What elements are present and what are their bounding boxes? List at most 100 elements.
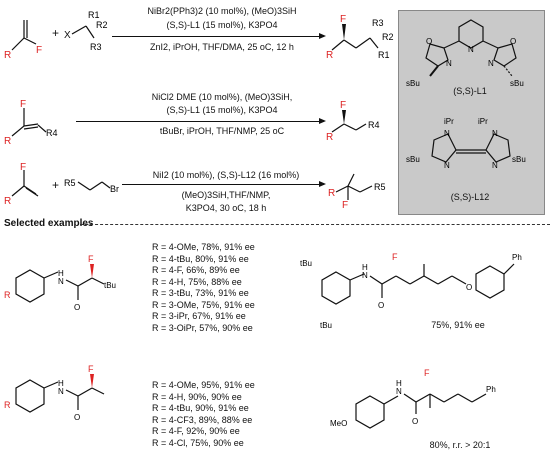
svg-text:R1: R1 (88, 10, 100, 20)
rxn3-conditions-below-1: (MeO)3SiH,THF/NMP, (181, 190, 271, 200)
rxn1-conditions-below: ZnI2, iPrOH, THF/DMA, 25 oC, 12 h (150, 42, 294, 52)
example-entry: R = 3-tBu, 73%, 91% ee (152, 288, 249, 298)
example-entry: R = 4-tBu, 80%, 91% ee (152, 253, 249, 264)
fluorine-label: F (36, 45, 42, 56)
example-entry: R = 4-OMe, 95%, 91% ee (152, 380, 255, 390)
svg-text:F: F (340, 14, 346, 25)
ligand-l12-structure: iPr iPr N N N N sBu sBu (406, 117, 526, 170)
svg-text:R3: R3 (372, 18, 384, 28)
svg-text:R5: R5 (374, 182, 386, 192)
svg-text:F: F (340, 100, 346, 111)
reactant-fluoroalkene-1: R F (4, 20, 42, 61)
featured-product-2-result: 80%, r.r. > 20:1 (429, 440, 491, 450)
svg-text:R: R (4, 400, 11, 410)
ligand-l1-structure: N O N sBu O N sBu (406, 19, 524, 88)
ligand-panel (398, 10, 545, 215)
product-2: R F R4 (326, 100, 380, 143)
svg-text:sBu: sBu (512, 155, 526, 164)
svg-text:F: F (392, 252, 398, 262)
ligand-l1-label: (S,S)-L1 (453, 86, 487, 96)
featured-product-1-structure: tBu tBu N H O F O Ph (300, 252, 522, 330)
example-entry: R = 4-Cl, 75%, 90% ee (152, 437, 244, 448)
svg-text:sBu: sBu (406, 155, 420, 164)
example-scaffold-1: H N O F tBu R (4, 254, 116, 312)
svg-text:F: F (424, 368, 430, 378)
svg-text:iPr: iPr (444, 117, 454, 126)
svg-text:N: N (444, 129, 450, 138)
svg-text:R4: R4 (368, 120, 380, 130)
reactant-alkyl-bromide-3: R5 Br (64, 178, 119, 194)
svg-text:H: H (58, 269, 64, 278)
svg-text:N: N (492, 129, 498, 138)
example-scaffold-2: H N O F R (4, 364, 105, 422)
reactant-fluoroalkene-3: R F (4, 162, 39, 207)
svg-text:MeO: MeO (330, 419, 347, 428)
example-entry: R = 4-H, 90%, 90% ee (152, 391, 242, 402)
svg-text:N: N (488, 59, 494, 68)
svg-text:R2: R2 (382, 32, 394, 42)
plus-sign: + (52, 26, 60, 40)
svg-text:N: N (396, 387, 402, 396)
svg-text:F: F (88, 254, 94, 264)
example-entry: R = 4-F, 66%, 89% ee (152, 265, 240, 275)
reactant-fluoroalkene-2: R F R4 (4, 99, 58, 147)
svg-text:R: R (4, 136, 11, 147)
svg-text:tBu: tBu (300, 259, 312, 268)
plus-sign-3: + (52, 178, 60, 192)
svg-text:R: R (4, 196, 11, 207)
rxn1-conditions-above-1: NiBr2(PPh3)2 (10 mol%), (MeO)3SiH (147, 6, 297, 16)
featured-product-2-structure: MeO N H O F Ph (330, 368, 496, 429)
example-entry: R = 4-H, 75%, 88% ee (152, 276, 242, 287)
svg-text:H: H (58, 379, 64, 388)
svg-text:sBu: sBu (406, 79, 420, 88)
svg-text:N: N (444, 161, 450, 170)
r-group-label: R (4, 50, 11, 61)
svg-text:Br: Br (110, 184, 119, 194)
section-title: Selected examples (4, 218, 94, 229)
svg-text:N: N (492, 161, 498, 170)
svg-text:N: N (58, 387, 64, 396)
svg-text:O: O (74, 413, 80, 422)
svg-text:Ph: Ph (486, 385, 496, 394)
svg-text:Ph: Ph (512, 253, 522, 262)
svg-text:O: O (426, 37, 432, 46)
rxn2-conditions-above-1: NiCl2 DME (10 mol%), (MeO)3SiH, (151, 92, 293, 102)
svg-text:tBu: tBu (104, 281, 116, 290)
product-3: R F R5 (328, 173, 386, 211)
svg-text:F: F (20, 162, 26, 173)
svg-text:R: R (328, 188, 335, 199)
svg-text:O: O (412, 417, 418, 426)
rxn3-conditions-below-2: K3PO4, 30 oC, 18 h (185, 203, 267, 213)
svg-text:sBu: sBu (510, 79, 524, 88)
svg-text:O: O (378, 301, 384, 310)
example-entry: R = 4-OMe, 78%, 91% ee (152, 242, 255, 252)
svg-text:X: X (64, 30, 71, 41)
svg-text:R: R (326, 50, 333, 61)
ligand-l12-label: (S,S)-L12 (450, 192, 490, 202)
rxn1-conditions-above-2: (S,S)-L1 (15 mol%), K3PO4 (166, 20, 278, 30)
svg-text:O: O (466, 283, 472, 292)
example-entry: R = 3-iPr, 67%, 91% ee (152, 311, 246, 321)
reactant-alkyl-halide-1: X R1 R2 R3 (64, 10, 108, 52)
svg-text:R: R (326, 132, 333, 143)
example-entry: R = 4-tBu, 90%, 91% ee (152, 403, 249, 413)
example-entry: R = 3-OiPr, 57%, 90% ee (152, 322, 253, 333)
svg-text:H: H (362, 263, 368, 272)
svg-text:N: N (362, 271, 368, 280)
svg-text:R3: R3 (90, 42, 102, 52)
svg-text:F: F (20, 99, 26, 110)
svg-text:F: F (88, 364, 94, 374)
svg-text:iPr: iPr (478, 117, 488, 126)
svg-text:R5: R5 (64, 178, 76, 188)
svg-text:F: F (342, 200, 348, 211)
svg-text:N: N (468, 45, 474, 54)
svg-text:N: N (58, 277, 64, 286)
reaction-arrow-1 (112, 33, 326, 39)
section-divider (80, 224, 550, 225)
svg-text:R: R (4, 290, 11, 300)
rxn3-conditions-above: NiI2 (10 mol%), (S,S)-L12 (16 mol%) (152, 170, 300, 180)
svg-text:N: N (446, 59, 452, 68)
product-1: R F R3 R2 R1 (326, 14, 394, 61)
